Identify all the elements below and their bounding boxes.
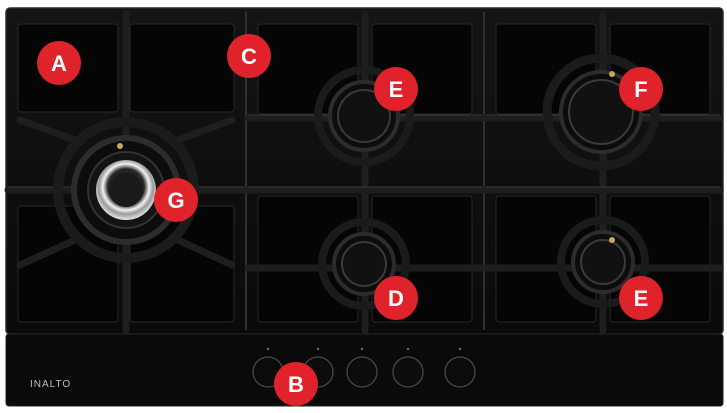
control-knob-3[interactable] — [347, 357, 377, 387]
svg-text:F: F — [634, 77, 647, 102]
callout-g: G — [154, 178, 198, 222]
callout-e-bottom: E — [619, 276, 663, 320]
svg-text:C: C — [241, 44, 257, 69]
control-knob-5[interactable] — [445, 357, 475, 387]
svg-text:A: A — [51, 51, 67, 76]
callout-f: F — [619, 67, 663, 111]
svg-text:B: B — [288, 372, 304, 397]
callout-c: C — [227, 34, 271, 78]
svg-text:D: D — [388, 286, 404, 311]
control-knob-4[interactable] — [393, 357, 423, 387]
svg-text:G: G — [167, 188, 184, 213]
callout-b: B — [274, 362, 318, 406]
callout-a: A — [37, 41, 81, 85]
callout-d: D — [374, 276, 418, 320]
svg-text:E: E — [634, 286, 649, 311]
svg-text:E: E — [389, 77, 404, 102]
brand-logo: INALTO — [30, 379, 71, 390]
callout-e-top: E — [374, 67, 418, 111]
